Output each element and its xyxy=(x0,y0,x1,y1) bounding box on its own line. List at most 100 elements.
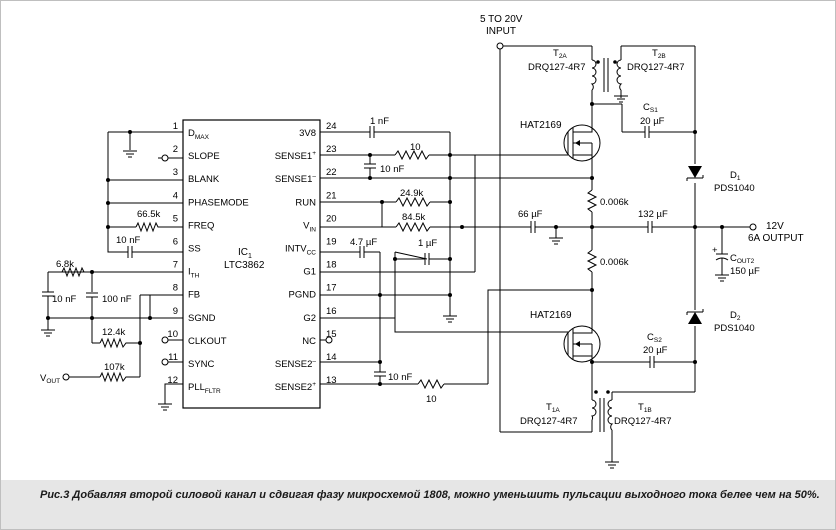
pin-label-left: FREQ xyxy=(188,220,214,231)
cap-cs1 xyxy=(644,126,650,138)
ground-symbol-5 xyxy=(614,90,628,103)
pin-number-right: 20 xyxy=(326,213,337,224)
label-d2: D2 xyxy=(730,310,741,322)
ground-symbol-1 xyxy=(123,150,137,158)
pin-number-right: 22 xyxy=(326,167,337,178)
label-d1-part: PDS1040 xyxy=(714,183,755,194)
input-terminal xyxy=(496,42,504,50)
ss-capacitor xyxy=(127,246,133,258)
pin-label-left: SYNC xyxy=(188,359,215,370)
pin-label-left: FB xyxy=(188,290,200,301)
label-c-in: 66 µF xyxy=(518,209,543,220)
pin-number-right: 18 xyxy=(326,260,337,271)
freq-resistor xyxy=(135,221,160,233)
pin-number-left: 1 xyxy=(173,121,178,132)
ground-symbol-8 xyxy=(715,274,729,282)
ic-part: LTC3862 xyxy=(224,260,265,271)
cap-3v8 xyxy=(369,126,375,138)
pin-label-right: SENSE2+ xyxy=(275,381,317,393)
shunt-resistor-2 xyxy=(586,249,598,273)
pin-number-left: 7 xyxy=(173,260,178,271)
pin-number-left: 12 xyxy=(167,375,178,386)
label-input-2: INPUT xyxy=(486,26,516,37)
cap-cs2 xyxy=(649,356,655,368)
pin-label-right: SENSE1+ xyxy=(275,150,317,162)
cap-sense2 xyxy=(374,371,386,377)
label-t1b-part: DRQ127-4R7 xyxy=(614,416,672,427)
label-d2-part: PDS1040 xyxy=(714,323,755,334)
fb-resistor-107k xyxy=(99,371,128,383)
shunt-resistor-1 xyxy=(586,189,598,213)
pin-label-left: DMAX xyxy=(188,128,210,141)
pin-number-right: 16 xyxy=(326,306,337,317)
ic-pins: 1DMAX2SLOPE3BLANK4PHASEMODE5FREQ6SS7ITH8… xyxy=(167,121,336,395)
cap-intvcc-1 xyxy=(359,246,365,258)
label-vout: VOUT xyxy=(40,373,60,385)
label-cs2-value: 20 µF xyxy=(643,345,668,356)
label-c-mid: 132 µF xyxy=(638,209,668,220)
cap-sense1 xyxy=(364,163,376,169)
label-shunt-2: 0.006k xyxy=(600,257,629,268)
clkout-terminal xyxy=(161,336,169,344)
pin-label-right: SENSE1– xyxy=(275,173,317,185)
pin-number-right: 23 xyxy=(326,144,337,155)
label-shunt-1: 0.006k xyxy=(600,197,629,208)
pin-number-right: 19 xyxy=(326,237,337,248)
pin-number-left: 11 xyxy=(168,352,178,363)
label-c-intv2: 1 µF xyxy=(418,238,437,249)
sync-terminal xyxy=(161,358,169,366)
label-t2a-part: DRQ127-4R7 xyxy=(528,62,586,73)
transformer-t2 xyxy=(590,58,623,92)
fb-resistor-12k4 xyxy=(99,337,128,349)
cap-input xyxy=(530,221,536,233)
cap-mid xyxy=(647,221,653,233)
pin-label-right: RUN xyxy=(295,197,316,208)
pin-number-left: 5 xyxy=(173,213,178,224)
label-t2b: T2B xyxy=(652,48,666,60)
label-c-ith2: 100 nF xyxy=(102,294,132,305)
label-c-sense2: 10 nF xyxy=(388,372,412,383)
label-t2b-part: DRQ127-4R7 xyxy=(627,62,685,73)
label-r-sense2: 10 xyxy=(426,394,437,405)
pin-number-right: 21 xyxy=(326,190,337,201)
label-r-run1: 24.9k xyxy=(400,188,423,199)
pin-number-left: 8 xyxy=(173,283,178,294)
pin-number-left: 4 xyxy=(173,190,178,201)
pin-label-right: 3V8 xyxy=(299,128,316,139)
nc-terminal xyxy=(325,336,333,344)
diode-d1 xyxy=(686,166,704,181)
pin-label-right: INTVCC xyxy=(285,244,316,257)
label-c-3v8: 1 nF xyxy=(370,116,389,127)
label-c-ss: 10 nF xyxy=(116,235,140,246)
label-cs1-value: 20 µF xyxy=(640,116,665,127)
pin-number-right: 17 xyxy=(326,283,337,294)
label-d1: D1 xyxy=(730,170,741,182)
label-c-intv1: 4.7 µF xyxy=(350,237,377,248)
label-c-sense1: 10 nF xyxy=(380,164,404,175)
label-output-2: 6A OUTPUT xyxy=(748,233,804,244)
left-junctions xyxy=(46,130,152,345)
mosfet-top xyxy=(563,124,601,162)
pin-label-left: CLKOUT xyxy=(188,336,227,347)
pin-number-left: 2 xyxy=(173,144,178,155)
label-cout: COUT2 xyxy=(730,253,755,265)
pin-number-right: 15 xyxy=(326,329,337,340)
ground-symbol-2 xyxy=(41,329,55,337)
ic-name: IC1 xyxy=(238,247,252,260)
pin-label-left: PLLFLTR xyxy=(188,382,221,395)
power-junctions xyxy=(554,102,724,364)
run-resistor-2 xyxy=(395,221,431,233)
pin-number-left: 6 xyxy=(173,237,178,248)
ith-resistor xyxy=(61,266,85,278)
pin-label-right: PGND xyxy=(289,290,317,301)
pin-label-left: SGND xyxy=(188,313,216,324)
label-input-1: 5 TO 20V xyxy=(480,14,523,25)
sense1-resistor xyxy=(394,149,430,161)
pin-label-left: PHASEMODE xyxy=(188,197,249,208)
ic-body xyxy=(182,119,321,409)
label-r-ith: 6.8k xyxy=(56,259,74,270)
label-cs1: CS1 xyxy=(643,102,658,114)
label-output-1: 12V xyxy=(766,221,784,232)
cap-intvcc-2 xyxy=(424,253,430,265)
pin-number-right: 14 xyxy=(326,352,337,363)
